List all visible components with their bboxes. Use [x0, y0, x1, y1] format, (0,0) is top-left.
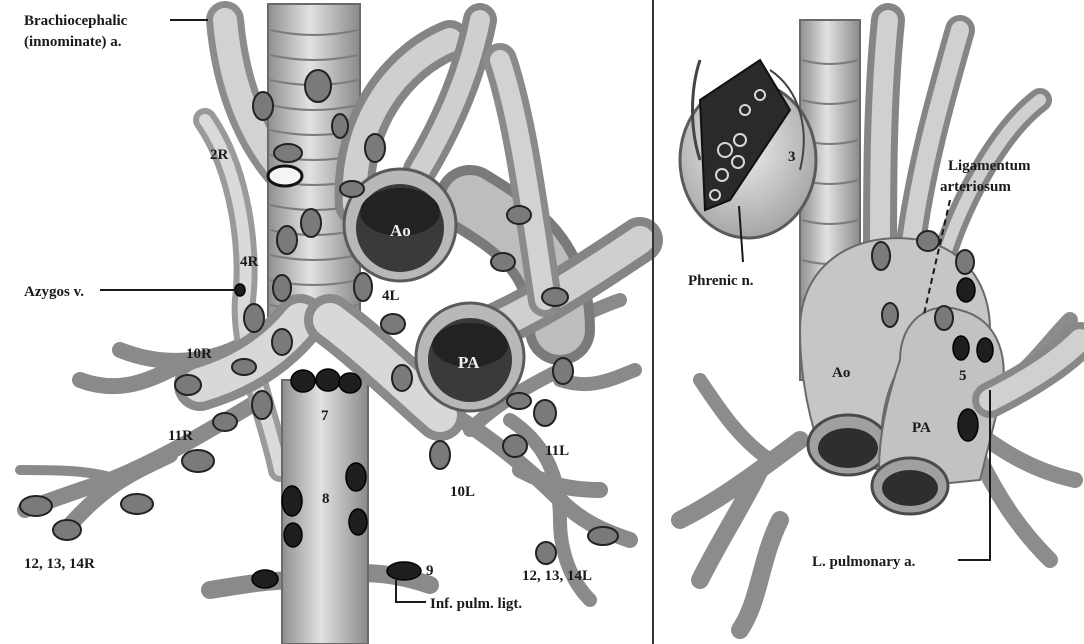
- lymph-node: [121, 494, 153, 514]
- lymph-node: [332, 114, 348, 138]
- lymph-node: [588, 527, 618, 545]
- label-ao-left: Ao: [390, 221, 411, 240]
- lymph-node: [957, 278, 975, 302]
- right-panel: 3 Phrenic n. Ligamentum arteriosum Ao PA…: [680, 20, 1080, 630]
- lymph-node: [387, 562, 421, 580]
- lymph-node: [953, 336, 969, 360]
- lymph-node: [958, 409, 978, 441]
- lymph-node: [301, 209, 321, 237]
- lymph-node: [291, 370, 315, 392]
- lymph-node: [365, 134, 385, 162]
- lymph-node: [252, 570, 278, 588]
- magnified-inset: [680, 60, 816, 238]
- lymph-node: [316, 369, 340, 391]
- lymph-node: [20, 496, 52, 516]
- label-12-14l: 12, 13, 14L: [522, 568, 592, 584]
- lymph-node: [253, 92, 273, 120]
- label-8: 8: [322, 491, 330, 507]
- lymph-node: [507, 393, 531, 409]
- lymph-node: [536, 542, 556, 564]
- left-panel: Brachiocephalic (innominate) a. 2R 4R Az…: [4, 4, 646, 644]
- label-ao-right: Ao: [832, 365, 850, 381]
- label-innominate: (innominate) a.: [24, 34, 122, 50]
- lymph-node: [182, 450, 214, 472]
- lymph-node: [542, 288, 568, 306]
- label-5: 5: [959, 368, 967, 384]
- label-11r: 11R: [168, 428, 193, 444]
- label-inf-pulm-ligt: Inf. pulm. ligt.: [430, 596, 522, 612]
- lymph-node: [507, 206, 531, 224]
- lymph-node-highlight: [268, 166, 302, 186]
- lymph-node: [917, 231, 939, 251]
- label-10l: 10L: [450, 484, 475, 500]
- lymph-node: [273, 275, 291, 301]
- lymph-node: [534, 400, 556, 426]
- label-9: 9: [426, 563, 434, 579]
- label-arteriosum: arteriosum: [940, 179, 1011, 195]
- lymph-node: [354, 273, 372, 301]
- right-bronchus-branches: [680, 440, 800, 630]
- lymph-node: [392, 365, 412, 391]
- lymph-node: [935, 306, 953, 330]
- label-2r: 2R: [210, 147, 229, 163]
- lymph-node: [882, 303, 898, 327]
- lymph-node: [956, 250, 974, 274]
- lymph-node: [553, 358, 573, 384]
- label-7: 7: [321, 408, 329, 424]
- label-ligamentum: Ligamentum: [948, 158, 1031, 174]
- lymph-node: [503, 435, 527, 457]
- lymph-node: [491, 253, 515, 271]
- label-3: 3: [788, 149, 796, 165]
- lymph-node: [284, 523, 302, 547]
- lymph-node: [381, 314, 405, 334]
- label-pa-right: PA: [912, 420, 931, 436]
- label-pa-left: PA: [458, 353, 480, 372]
- lymph-node: [340, 181, 364, 197]
- lymph-node: [282, 486, 302, 516]
- lymph-node: [175, 375, 201, 395]
- label-azygos: Azygos v.: [24, 284, 84, 300]
- lymph-node: [53, 520, 81, 540]
- label-l-pulmonary: L. pulmonary a.: [812, 554, 916, 570]
- label-phrenic: Phrenic n.: [688, 273, 754, 289]
- lymph-node: [872, 242, 890, 270]
- lymph-node: [349, 509, 367, 535]
- lymph-node: [430, 441, 450, 469]
- lymph-node: [346, 463, 366, 491]
- lymph-node: [274, 144, 302, 162]
- lymph-node: [244, 304, 264, 332]
- lymph-node: [305, 70, 331, 102]
- lymph-node: [252, 391, 272, 419]
- label-4r: 4R: [240, 254, 259, 270]
- label-4l: 4L: [382, 288, 400, 304]
- label-11l: 11L: [545, 443, 569, 459]
- lymph-node: [339, 373, 361, 393]
- lymph-node: [213, 413, 237, 431]
- label-12-14r: 12, 13, 14R: [24, 556, 95, 572]
- right-posterior-branch: [700, 380, 770, 460]
- lymph-node: [977, 338, 993, 362]
- lymph-node: [272, 329, 292, 355]
- lymph-node: [277, 226, 297, 254]
- lymph-node: [232, 359, 256, 375]
- label-10r: 10R: [186, 346, 212, 362]
- label-brachiocephalic: Brachiocephalic: [24, 13, 128, 29]
